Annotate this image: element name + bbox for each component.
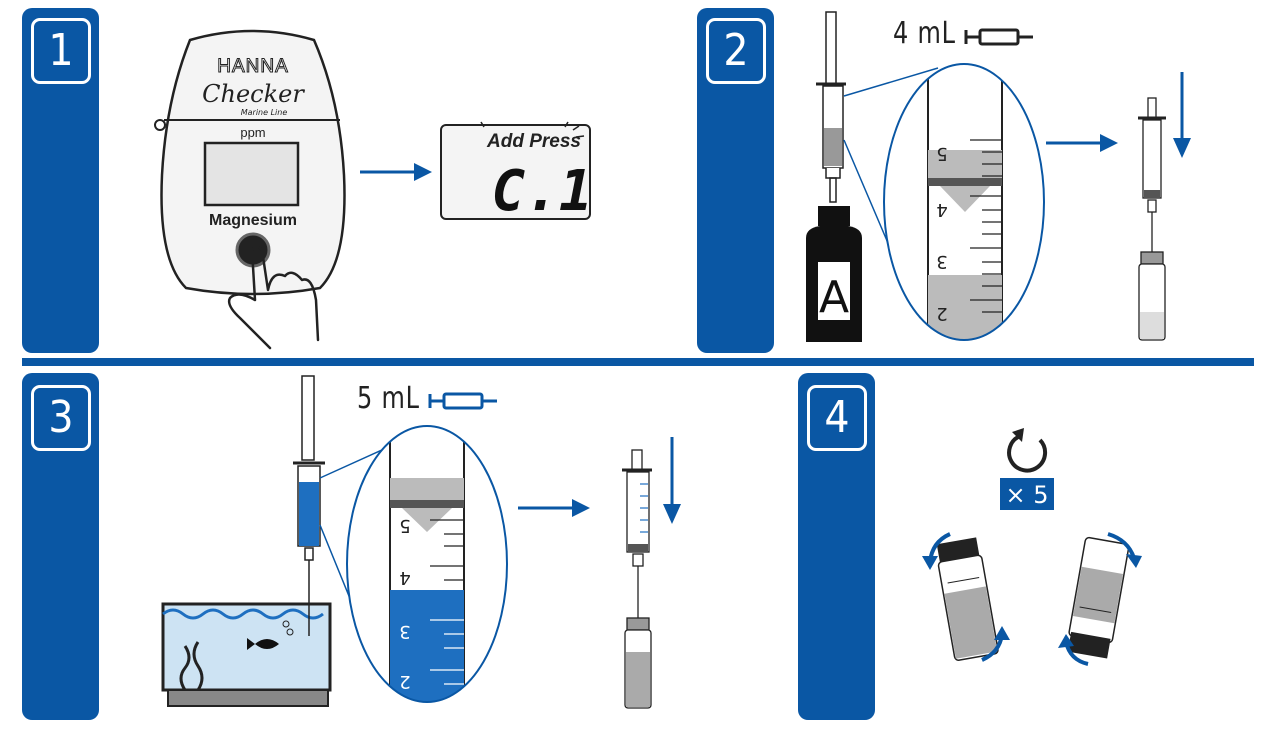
aquarium — [161, 602, 332, 707]
display-code: C.1 — [491, 159, 592, 224]
meter-product: Checker — [202, 80, 305, 108]
step-3-number: 3 — [31, 385, 91, 451]
reagent-bottle — [806, 206, 862, 342]
step-3-volume: 5 mL — [357, 381, 420, 416]
step-2-down-arrow — [1173, 138, 1191, 158]
scale-label-2: 2 — [936, 303, 947, 324]
magnified-ticks-step2 — [970, 139, 1002, 313]
step-2-arrowhead — [1100, 134, 1118, 152]
section-divider — [22, 358, 1254, 366]
display-add-press: Add Press — [486, 131, 581, 152]
scale-label-4: 4 — [399, 567, 410, 588]
reagent-label: A — [819, 272, 849, 323]
repeat-count: × 5 — [1005, 481, 1048, 509]
vial-cap-down — [1067, 536, 1130, 659]
step-2-volume: 4 mL — [893, 16, 956, 51]
meter-line: Marine Line — [241, 108, 288, 117]
scale-label-4: 4 — [936, 199, 947, 220]
meter-parameter: Magnesium — [209, 212, 297, 229]
magnified-syringe-step3 — [347, 426, 507, 702]
magnified-ticks-step3-white — [430, 619, 464, 685]
magnified-syringe-step2 — [884, 64, 1044, 340]
magnifier-ring-step2 — [883, 63, 1045, 341]
syringe-icon — [428, 392, 497, 410]
meter-brand: HANNA — [217, 56, 289, 77]
step-2-number: 2 — [706, 18, 766, 84]
step-4-panel — [798, 373, 875, 720]
step-1-arrowhead — [414, 163, 432, 181]
syringe-reagent — [816, 11, 846, 203]
step-1-panel — [22, 8, 99, 353]
magnified-ticks-step3 — [430, 519, 464, 581]
step-2-panel — [697, 8, 774, 353]
scale-label-3: 3 — [936, 251, 947, 272]
meter-unit: ppm — [240, 125, 265, 140]
meter-side-knob — [154, 119, 166, 131]
rotate-icon — [1007, 434, 1048, 473]
syringe-into-vial-step3 — [622, 449, 652, 709]
step-3-panel — [22, 373, 99, 720]
blink-marks-icon — [480, 121, 585, 138]
repeat-badge — [1000, 478, 1054, 510]
magnifier-ring-step3 — [346, 425, 508, 703]
syringe-icon — [964, 28, 1033, 46]
syringe-into-vial — [1138, 97, 1166, 341]
scale-label-3: 3 — [399, 621, 410, 642]
meter-screen — [203, 141, 300, 207]
syringe-ticks-step3 — [640, 483, 648, 533]
pointing-hand-icon — [227, 245, 320, 350]
scale-label-5: 5 — [936, 143, 947, 164]
step-1-number: 1 — [31, 18, 91, 84]
step-3-down-arrow — [663, 504, 681, 524]
syringe-sample — [293, 375, 325, 636]
scale-label-5: 5 — [399, 515, 410, 536]
vial-cap-up — [936, 537, 999, 661]
step-4-number: 4 — [807, 385, 867, 451]
display-panel — [440, 124, 591, 220]
scale-label-2: 2 — [399, 671, 410, 692]
step-3-arrowhead — [572, 499, 590, 517]
